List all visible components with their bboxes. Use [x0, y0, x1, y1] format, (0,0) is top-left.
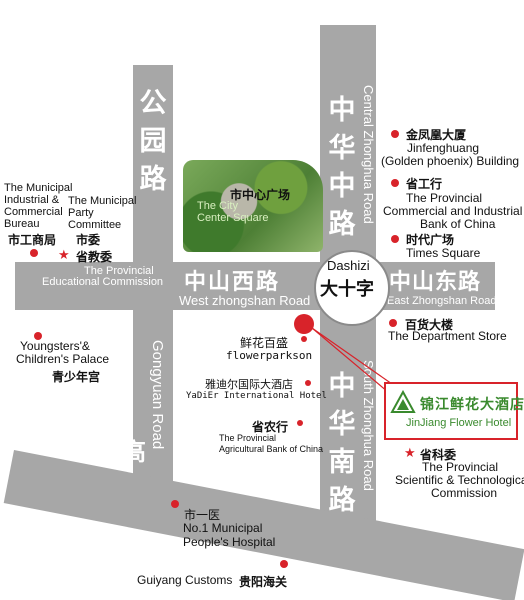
- viaduct-cn-label-3: 桥: [284, 472, 308, 500]
- agri-bank-en-2: Agricultural Bank of China: [219, 444, 324, 454]
- times-square-marker[interactable]: [391, 235, 399, 243]
- jinjiang-hotel-box[interactable]: 锦江鲜花大酒店 JinJiang Flower Hotel: [384, 382, 524, 440]
- commerce-bureau-en-3: Commercial: [4, 206, 63, 218]
- zhongshan-east-en-label: East Zhongshan Road: [387, 295, 497, 307]
- yadier-cn: 雅迪尔国际大酒店: [205, 378, 293, 391]
- commerce-bureau-en-4: Bureau: [4, 218, 40, 230]
- science-commission-en-2: Scientific & Technological: [395, 473, 524, 487]
- zhonghua-north-cn-label: 中华中路: [328, 95, 356, 240]
- flower-parkson-cn: 鲜花百盛: [240, 336, 289, 350]
- jinfenghuang-en-2: (Golden phoenix) Building: [381, 154, 520, 168]
- icbc-en-2: Commercial and Industrial: [383, 204, 523, 218]
- jinfenghuang-en-1: Jinfenghuang: [407, 141, 480, 155]
- gongyuan-road-en-label: Gongyuan Road: [149, 340, 166, 450]
- customs-cn: 贵阳海关: [239, 575, 288, 589]
- science-commission-en-3: Commission: [431, 486, 498, 500]
- zhonghua-north-en-label: Central Zhonghua Road: [361, 85, 376, 224]
- viaduct-cn-label-2: 架: [197, 452, 221, 480]
- gongyuan-road-cn-label: 公园路: [139, 88, 167, 195]
- viaduct-cn-label-1: 高: [122, 438, 146, 466]
- dashizi-circle: [314, 250, 390, 326]
- education-commission-star-icon[interactable]: ★: [58, 247, 70, 262]
- customs-en: Guiyang Customs: [137, 573, 233, 587]
- dashizi-en-label: Dashizi: [327, 258, 370, 273]
- flower-parkson-en: flowerparkson: [226, 349, 313, 362]
- youth-palace-cn: 青少年宫: [52, 370, 101, 384]
- youth-palace-marker[interactable]: [34, 332, 42, 340]
- commerce-bureau-en-2: Industrial &: [4, 194, 60, 206]
- department-store-marker[interactable]: [389, 319, 397, 327]
- department-store-en: The Department Store: [388, 329, 507, 343]
- science-commission-en-1: The Provincial: [422, 460, 499, 474]
- icbc-cn: 省工行: [406, 177, 443, 191]
- hotel-en-label: JinJiang Flower Hotel: [406, 417, 512, 429]
- flower-parkson-big-marker[interactable]: [294, 314, 314, 334]
- agri-bank-en-1: The Provincial: [219, 433, 277, 443]
- hospital-en-2: People's Hospital: [183, 535, 276, 549]
- flower-parkson-marker[interactable]: [301, 336, 307, 342]
- city-square-photo: [183, 160, 323, 252]
- times-square-en: Times Square: [406, 246, 481, 260]
- zhongshan-east-cn-label: 中山东路: [389, 270, 482, 295]
- times-square-cn: 时代广场: [406, 233, 455, 247]
- education-commission-en-1: The Provincial: [84, 265, 154, 277]
- city-square-en-label-1: The City: [197, 200, 238, 212]
- party-committee-en-2: Party: [68, 207, 94, 219]
- youth-palace-en-1: Youngsters'&: [20, 339, 90, 353]
- icbc-en-3: Bank of China: [420, 217, 496, 231]
- city-square-en-label-2: Center Square: [197, 212, 269, 224]
- education-commission-en-2: Educational Commission: [42, 276, 164, 288]
- icbc-marker[interactable]: [391, 179, 399, 187]
- hospital-en-1: No.1 Municipal: [183, 521, 263, 535]
- icbc-en-1: The Provincial: [406, 191, 483, 205]
- department-store-cn: 百货大楼: [405, 318, 454, 332]
- education-commission-cn: 省教委: [76, 250, 113, 264]
- hotel-logo-icon: [390, 390, 416, 413]
- party-committee-en-3: Committee: [68, 219, 122, 231]
- hospital-cn: 市一医: [184, 508, 221, 522]
- commerce-bureau-en-1: The Municipal: [4, 182, 73, 194]
- agri-bank-cn: 省农行: [252, 420, 289, 434]
- science-commission-star-icon[interactable]: ★: [404, 445, 416, 460]
- youth-palace-en-2: Children's Palace: [16, 352, 110, 366]
- commerce-bureau-marker[interactable]: [30, 249, 38, 257]
- jinfenghuang-cn: 金凤凰大厦: [406, 128, 467, 142]
- hotel-cn-label: 锦江鲜花大酒店: [420, 397, 524, 413]
- commerce-bureau-cn: 市工商局: [8, 233, 57, 247]
- zhonghua-south-cn-label: 中华南路: [328, 371, 356, 516]
- jinfenghuang-marker[interactable]: [391, 130, 399, 138]
- zhongshan-road: [15, 262, 495, 310]
- zhongshan-west-cn-label: 中山西路: [184, 270, 281, 295]
- zhonghua-south-en-label: South Zhonghua Road: [361, 360, 376, 491]
- hospital-marker[interactable]: [171, 500, 179, 508]
- customs-marker[interactable]: [280, 560, 288, 568]
- viaduct-en-label: Viaduct Bridge: [33, 424, 119, 455]
- agri-bank-marker[interactable]: [297, 420, 303, 426]
- science-commission-cn: 省科委: [420, 448, 457, 462]
- zhongshan-west-en-label: West zhongshan Road: [179, 293, 311, 308]
- city-square-cn-label: 市中心广场: [230, 188, 291, 202]
- party-committee-cn: 市委: [76, 233, 101, 247]
- party-committee-en-1: The Municipal: [68, 195, 137, 207]
- yadier-marker[interactable]: [305, 380, 311, 386]
- dashizi-cn-label: 大十字: [320, 279, 374, 300]
- yadier-en: YaDiEr International Hotel: [186, 391, 327, 401]
